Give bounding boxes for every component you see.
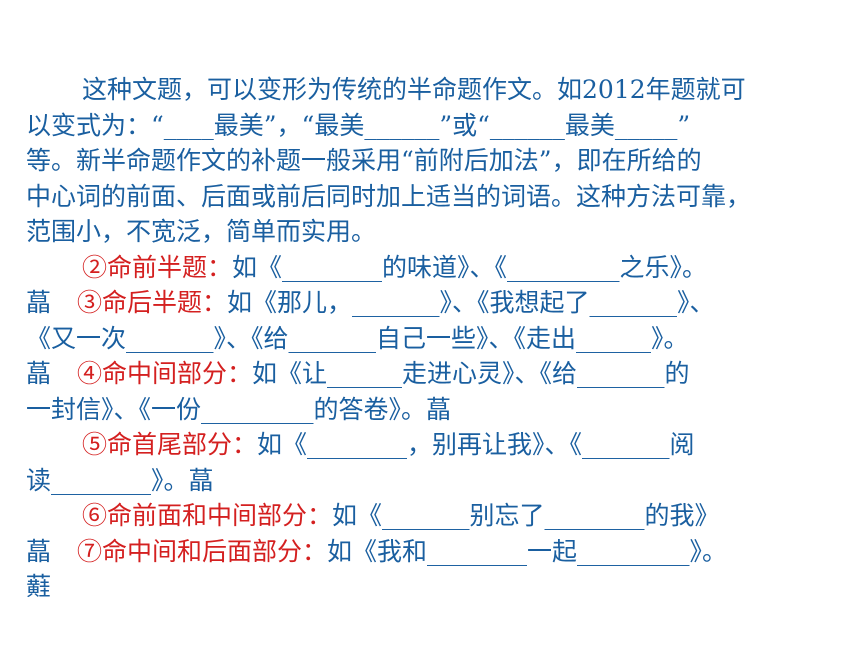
- item-label: ⑤命首尾部分：: [82, 430, 258, 459]
- paragraph-line: 这种文题，可以变形为传统的半命题作文。如2012年题就可: [82, 75, 746, 104]
- paragraph-line: 范围小，不宽泛，简单而实用。: [26, 217, 377, 246]
- item-text: 如《那儿，_______》、《我想起了_______》、: [227, 288, 715, 317]
- item-label: ④命中间部分：: [77, 359, 253, 388]
- item-back-half: 蕌 ③命后半题：如《那儿，_______》、《我想起了_______》、: [26, 285, 846, 321]
- item-label: ②命前半题：: [82, 252, 233, 282]
- paragraph-line: 中心词的前面、后面或前后同时加上适当的词语。这种方法可靠，: [26, 181, 752, 211]
- paragraph-line: 读________》。蕌: [26, 465, 214, 495]
- item-text: 如《________的味道》、《_________之乐》。: [232, 252, 708, 282]
- item-front-half: ②命前半题：如《________的味道》、《_________之乐》。: [26, 250, 846, 286]
- item-label: ⑦命中间和后面部分：: [77, 536, 328, 566]
- item-text: 如《________，别再让我》、《_______阅: [257, 430, 695, 459]
- line-lead-glyph: 蕌: [26, 288, 52, 317]
- text-block: 这种文题，可以变形为传统的半命题作文。如2012年题就可 以变式为：“____最…: [26, 72, 846, 605]
- item-text: 如《我和________一起_________》。: [327, 536, 728, 566]
- item-label: ⑥命前面和中间部分：: [82, 501, 333, 530]
- paragraph-line: 《又一次_______》、《给_______自己一些》、《走出______》。: [26, 323, 689, 353]
- line-lead-glyph: 蕌: [26, 536, 52, 566]
- paragraph-line: 等。新半命题作文的补题一般采用“前附后加法”，即在所给的: [26, 146, 702, 175]
- paragraph-line: 以变式为：“____最美”，“最美______”或“______最美_____”: [26, 110, 691, 140]
- item-label: ③命后半题：: [77, 288, 228, 317]
- paragraph-line: 蘳: [26, 572, 52, 601]
- item-head-tail: ⑤命首尾部分：如《________，别再让我》、《_______阅: [26, 427, 846, 463]
- item-text: 如《让______走进心灵》、《给_______的: [252, 359, 690, 388]
- line-lead-glyph: 蕌: [26, 359, 52, 388]
- item-middle-back: 蕌 ⑦命中间和后面部分：如《我和________一起_________》。: [26, 534, 846, 570]
- paragraph-line: 一封信》、《一份_________的答卷》。蕌: [26, 394, 452, 424]
- item-text: 如《_______别忘了________的我》: [332, 501, 720, 530]
- item-middle: 蕌 ④命中间部分：如《让______走进心灵》、《给_______的: [26, 356, 846, 392]
- item-front-middle: ⑥命前面和中间部分：如《_______别忘了________的我》: [26, 498, 846, 534]
